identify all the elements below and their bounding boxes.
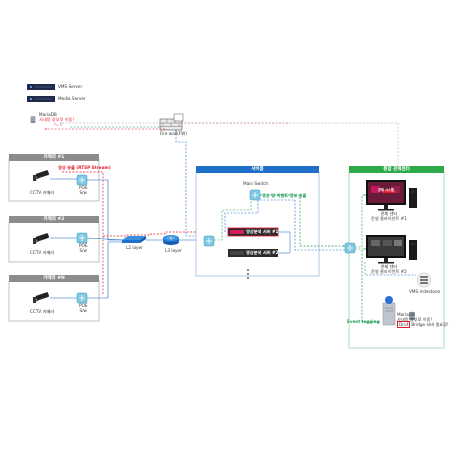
cctv-camera-icon (33, 233, 50, 244)
more-servers-dots (247, 269, 249, 279)
camera-2-label: CCTV 카메라 (30, 250, 55, 255)
poe-n-label: POE S/w (79, 303, 88, 313)
camera-n-label: CCTV 카메라 (30, 309, 55, 314)
vms-milestone-label: VMS milestone (409, 289, 441, 294)
cctv-camera-icon (33, 292, 50, 303)
camera-box-2 (8, 216, 100, 263)
bridge-note: Bridge 서버 필요함! (411, 322, 449, 327)
mariadb-top-icon (30, 116, 36, 123)
monitor-2-icon (366, 235, 417, 264)
media-server-icon (27, 96, 55, 102)
analysis-server-1-label: 영상분석 서버 #1 (246, 229, 279, 234)
main-switch-icon (249, 189, 261, 201)
poe-2-label: POE S/w (79, 243, 88, 253)
camera-1-label: CCTV 카메라 (30, 190, 55, 195)
vms-server-icon (27, 84, 55, 90)
server-to-switch-link (214, 200, 252, 241)
mariadb-label: MariaDB (39, 112, 57, 117)
server-room-title: 서버룸 (251, 167, 264, 172)
camera-1-title: 카메라 #1 (43, 155, 65, 160)
analysis-server-2-icon (228, 249, 278, 257)
poe-switch-icon (76, 292, 88, 304)
l2-layer-label: L2 layer (126, 245, 143, 250)
control-center-title: 통합 관제센터 (383, 167, 410, 172)
server-room-switch-icon (203, 235, 215, 247)
control-mariadb-label: MariaDB (397, 312, 415, 317)
poe-switch-icon (76, 232, 88, 244)
event-logging-link (361, 250, 381, 324)
monitor-1-screen-text: 관제 시스템 (378, 188, 394, 192)
vms-server-label: VMS Server (58, 84, 83, 89)
firewall-label: Fire wall(FW) (160, 131, 187, 136)
mariadb-control-icon (409, 311, 415, 321)
l3-router-icon (163, 235, 179, 245)
event-info-flow (260, 194, 346, 248)
mariadb-note: 사내망 장부로 이동! (39, 117, 75, 122)
firewall-icon (159, 113, 184, 131)
monitor-1-label: 관제 센터 운영 클라이언트 #1 (371, 211, 407, 221)
camera-2-title: 카메라 #2 (43, 217, 65, 222)
main-switch-label: Main Switch (243, 181, 269, 186)
monitor-2-label: 관제 센터 운영 클라이언트 #2 (371, 264, 407, 274)
druf-tag: Druf (397, 321, 411, 328)
vms-milestone-icon (416, 272, 432, 288)
event-flow-label: 영상 및 이벤트 정보 송출 (262, 193, 307, 198)
l2-switch-icon (122, 236, 146, 243)
analysis-server-2-label: 영상분석 서버 #2 (246, 250, 279, 255)
server-room-box (195, 166, 320, 277)
poe-1-label: POE S/w (79, 185, 88, 195)
camera-n-title: 카메라 #N (43, 276, 65, 281)
control-mariadb-note-2: Druf Bridge 서버 필요함! (397, 321, 449, 328)
l3-layer-label: L3 layer (165, 248, 182, 253)
rtsp-stream-label: 영상 송출 (RTSP Stream) (58, 165, 111, 170)
db-server-icon (382, 296, 396, 326)
event-logging-label: Event logging (347, 319, 380, 324)
cctv-camera-icon (33, 170, 50, 181)
control-center-switch-icon (344, 242, 356, 254)
control-mariadb-note-1: 사내망 장부로 이동! (397, 317, 433, 322)
media-server-label: Media Server (58, 96, 86, 101)
monitor-1-icon (366, 180, 417, 211)
poe-switch-icon (76, 174, 88, 186)
